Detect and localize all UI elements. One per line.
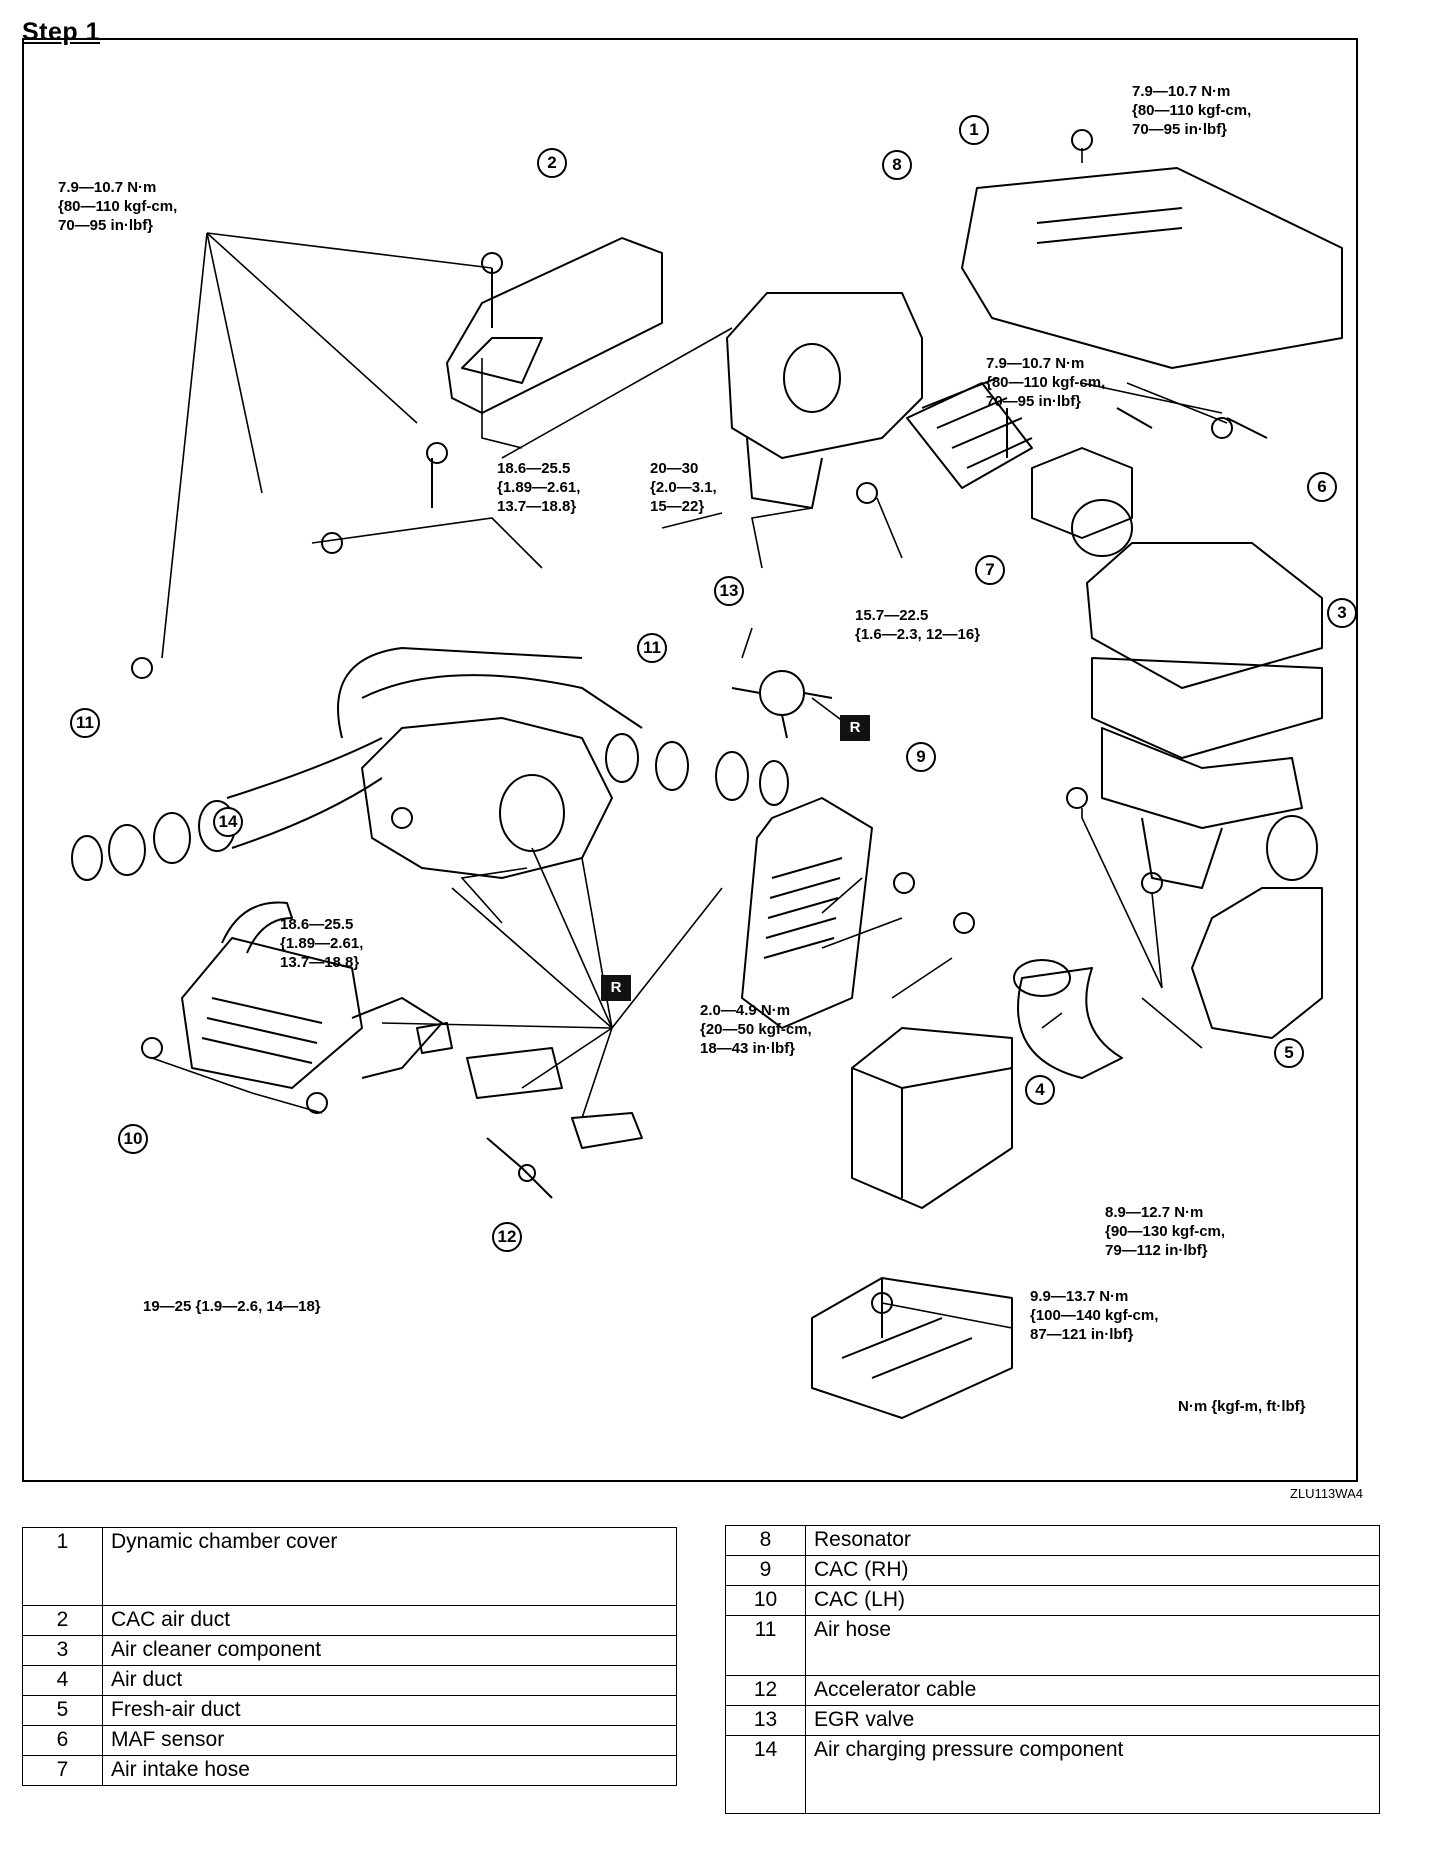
legend-name: Accelerator cable <box>805 1675 1380 1706</box>
legend-name: Air intake hose <box>102 1755 677 1786</box>
replace-mark-r: R <box>601 975 631 1001</box>
air-duct-shape <box>1017 967 1123 1079</box>
dynamic-chamber-cover-shape <box>961 167 1343 369</box>
legend-name: Fresh-air duct <box>102 1695 677 1726</box>
step-title: Step 1 <box>22 18 101 46</box>
legend-num: 9 <box>725 1555 806 1586</box>
air-cleaner-shape <box>1086 542 1323 689</box>
accelerator-cable-shape <box>486 1137 553 1199</box>
callout-1: 1 <box>959 115 989 145</box>
legend-num: 11 <box>725 1615 806 1676</box>
intake-assembly-shape <box>361 717 613 879</box>
battery-tray-shape <box>851 1027 1013 1209</box>
legend-num: 13 <box>725 1705 806 1736</box>
cac-lh-shape <box>181 937 363 1089</box>
legend-num: 14 <box>725 1735 806 1814</box>
torque-label-top-left: 7.9—10.7 N·m {80—110 kgf-cm, 70—95 in·lb… <box>58 179 178 234</box>
replace-mark-r: R <box>840 715 870 741</box>
figure-frame <box>22 38 1358 1482</box>
torque-label-mid-right: 7.9—10.7 N·m {80—110 kgf-cm, 70—95 in·lb… <box>986 355 1106 410</box>
torque-label-low-a: 18.6—25.5 {1.89—2.61, 13.7—18.8} <box>280 916 364 971</box>
legend-num: 2 <box>22 1605 103 1636</box>
figure-code: ZLU113WA4 <box>1290 1486 1363 1501</box>
callout-5: 5 <box>1274 1038 1304 1068</box>
callout-14: 14 <box>213 807 243 837</box>
callout-9: 9 <box>906 742 936 772</box>
torque-label-mid-a: 18.6—25.5 {1.89—2.61, 13.7—18.8} <box>497 460 581 515</box>
legend-num: 5 <box>22 1695 103 1726</box>
legend-num: 7 <box>22 1755 103 1786</box>
callout-6: 6 <box>1307 472 1337 502</box>
legend-name: Air charging pressure component <box>805 1735 1380 1814</box>
torque-label-top-right: 7.9—10.7 N·m {80—110 kgf-cm, 70—95 in·lb… <box>1132 83 1252 138</box>
legend-name: CAC air duct <box>102 1605 677 1636</box>
fresh-air-duct-shape <box>1191 887 1323 1039</box>
legend-name: Dynamic chamber cover <box>102 1527 677 1606</box>
callout-10: 10 <box>118 1124 148 1154</box>
legend-name: Resonator <box>805 1525 1380 1556</box>
callout-11-middle: 11 <box>637 633 667 663</box>
legend-num: 3 <box>22 1635 103 1666</box>
torque-label-mid-c: 15.7—22.5 {1.6—2.3, 12—16} <box>855 607 981 643</box>
callout-12: 12 <box>492 1222 522 1252</box>
legend-name: Air duct <box>102 1665 677 1696</box>
egr-valve-shape <box>759 670 805 716</box>
callout-11-left: 11 <box>70 708 100 738</box>
legend-num: 1 <box>22 1527 103 1606</box>
torque-label-bottom-b: 9.9—13.7 N·m {100—140 kgf-cm, 87—121 in·… <box>1030 1288 1159 1343</box>
callout-13: 13 <box>714 576 744 606</box>
legend-name: MAF sensor <box>102 1725 677 1756</box>
legend-name: CAC (RH) <box>805 1555 1380 1586</box>
torque-label-low-b: 2.0—4.9 N·m {20—50 kgf-cm, 18—43 in·lbf} <box>700 1002 812 1057</box>
legend-num: 6 <box>22 1725 103 1756</box>
resonator-shape <box>726 292 923 459</box>
torque-label-mid-b: 20—30 {2.0—3.1, 15—22} <box>650 460 717 515</box>
torque-label-bottom-a: 19—25 {1.9—2.6, 14—18} <box>143 1298 321 1315</box>
legend-num: 12 <box>725 1675 806 1706</box>
legend-num: 10 <box>725 1585 806 1616</box>
callout-4: 4 <box>1025 1075 1055 1105</box>
callout-3: 3 <box>1327 598 1357 628</box>
maf-sensor-shape <box>1031 447 1133 539</box>
callout-8: 8 <box>882 150 912 180</box>
callout-7: 7 <box>975 555 1005 585</box>
legend-name: Air hose <box>805 1615 1380 1676</box>
callout-2: 2 <box>537 148 567 178</box>
cac-rh-shape <box>741 797 873 1029</box>
legend-num: 8 <box>725 1525 806 1556</box>
legend-name: Air cleaner component <box>102 1635 677 1666</box>
legend-num: 4 <box>22 1665 103 1696</box>
legend-name: CAC (LH) <box>805 1585 1380 1616</box>
legend-name: EGR valve <box>805 1705 1380 1736</box>
units-note: N·m {kgf-m, ft·lbf} <box>1178 1398 1306 1415</box>
cac-air-duct-shape <box>446 237 663 414</box>
exploded-parts-drawing <box>71 129 1343 1419</box>
torque-label-low-c: 8.9—12.7 N·m {90—130 kgf-cm, 79—112 in·l… <box>1105 1204 1226 1259</box>
